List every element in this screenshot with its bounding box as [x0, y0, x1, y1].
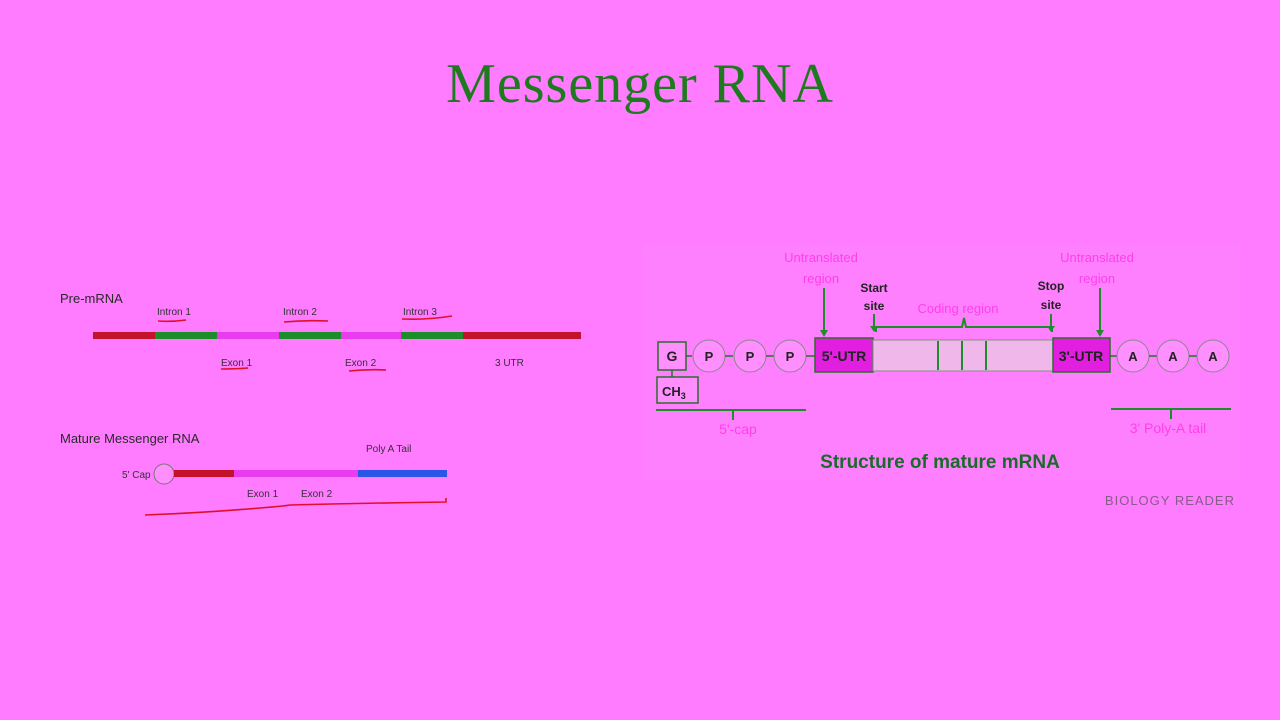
pre-mrna-intron-1-segment [155, 332, 217, 339]
guanine-label: G [667, 348, 678, 364]
adenine-label-1: A [1128, 349, 1138, 364]
methyl-label: CH3 [662, 384, 686, 401]
pre-mrna-3-utr-segment [463, 332, 581, 339]
methyl-node [656, 376, 699, 404]
exon-2-underline [348, 368, 387, 372]
intron-2-underline [283, 319, 329, 323]
slide-title: Messenger RNA [446, 53, 834, 115]
intron-3-label: Intron 3 [403, 307, 437, 318]
mature-mrna-diagram: Mature Messenger RNA Poly A Tail 5' Cap … [60, 431, 447, 516]
mature-poly-a-segment [358, 470, 447, 477]
3-utr-label: 3 UTR [495, 358, 524, 369]
cap-brace [656, 409, 806, 420]
utr-right-arrowhead [1096, 330, 1104, 337]
intron-1-label: Intron 1 [157, 307, 191, 318]
coding-region-brace [875, 317, 1053, 332]
utr-left-arrowhead [820, 330, 828, 337]
utr-right-label-line-1: Untranslated [1060, 250, 1134, 265]
utr-left-label-line-2: region [803, 271, 839, 286]
intron-2-label: Intron 2 [283, 307, 317, 318]
mature-mrna-label: Mature Messenger RNA [60, 431, 200, 446]
pre-mrna-strand [93, 332, 581, 339]
5-cap-label: 5' Cap [122, 470, 151, 481]
mature-exon-2-label: Exon 2 [301, 489, 333, 500]
structure-caption: Structure of mature mRNA [820, 452, 1060, 473]
phosphate-label-2: P [746, 349, 755, 364]
5-cap-circle [153, 463, 175, 485]
utr5-label: 5'-UTR [822, 348, 867, 364]
adenine-label-2: A [1168, 349, 1178, 364]
start-site-label-line-2: site [864, 299, 885, 313]
cap-label: 5'-cap [719, 421, 757, 437]
mature-exon-1-label: Exon 1 [247, 489, 279, 500]
tail-label: 3' Poly-A tail [1130, 420, 1207, 436]
mature-5-region [174, 470, 234, 477]
pre-mrna-intron-2-segment [279, 332, 341, 339]
exon-1-label: Exon 1 [221, 358, 253, 369]
exon-2-label: Exon 2 [345, 358, 377, 369]
mrna-structure-figure: Untranslated region Untranslated region … [643, 245, 1240, 508]
mature-mrna-underline [144, 498, 447, 516]
pre-mrna-5-region [93, 332, 155, 339]
mature-exons-segment [234, 470, 358, 477]
utr-right-label-line-2: region [1079, 271, 1115, 286]
pre-mrna-intron-3-segment [401, 332, 463, 339]
pre-mrna-exon-1-segment [217, 332, 279, 339]
exon-1-underline [220, 367, 249, 370]
utr3-label: 3'-UTR [1059, 348, 1104, 364]
utr5-box [814, 337, 874, 373]
credit-watermark: BIOLOGY READER [1105, 493, 1235, 508]
pre-mrna-label: Pre-mRNA [60, 291, 123, 306]
coding-region-label: Coding region [918, 301, 999, 316]
phosphate-label-1: P [705, 349, 714, 364]
start-site-label-line-1: Start [860, 281, 887, 295]
intron-1-underline [157, 319, 187, 323]
intron-3-underline [401, 315, 453, 320]
adenine-label-3: A [1208, 349, 1218, 364]
pre-mrna-diagram: Pre-mRNA Intron 1 Intron 2 Intron 3 Exon… [60, 291, 581, 372]
pre-mrna-exon-2-segment [341, 332, 401, 339]
utr3-box [1052, 337, 1111, 373]
adenine-node-3 [1196, 339, 1230, 373]
utr-left-label-line-1: Untranslated [784, 250, 858, 265]
stop-site-label-line-2: site [1041, 298, 1062, 312]
tail-brace [1111, 408, 1231, 419]
stop-site-label-line-1: Stop [1038, 279, 1065, 293]
poly-a-tail-label: Poly A Tail [366, 444, 411, 455]
phosphate-label-3: P [786, 349, 795, 364]
